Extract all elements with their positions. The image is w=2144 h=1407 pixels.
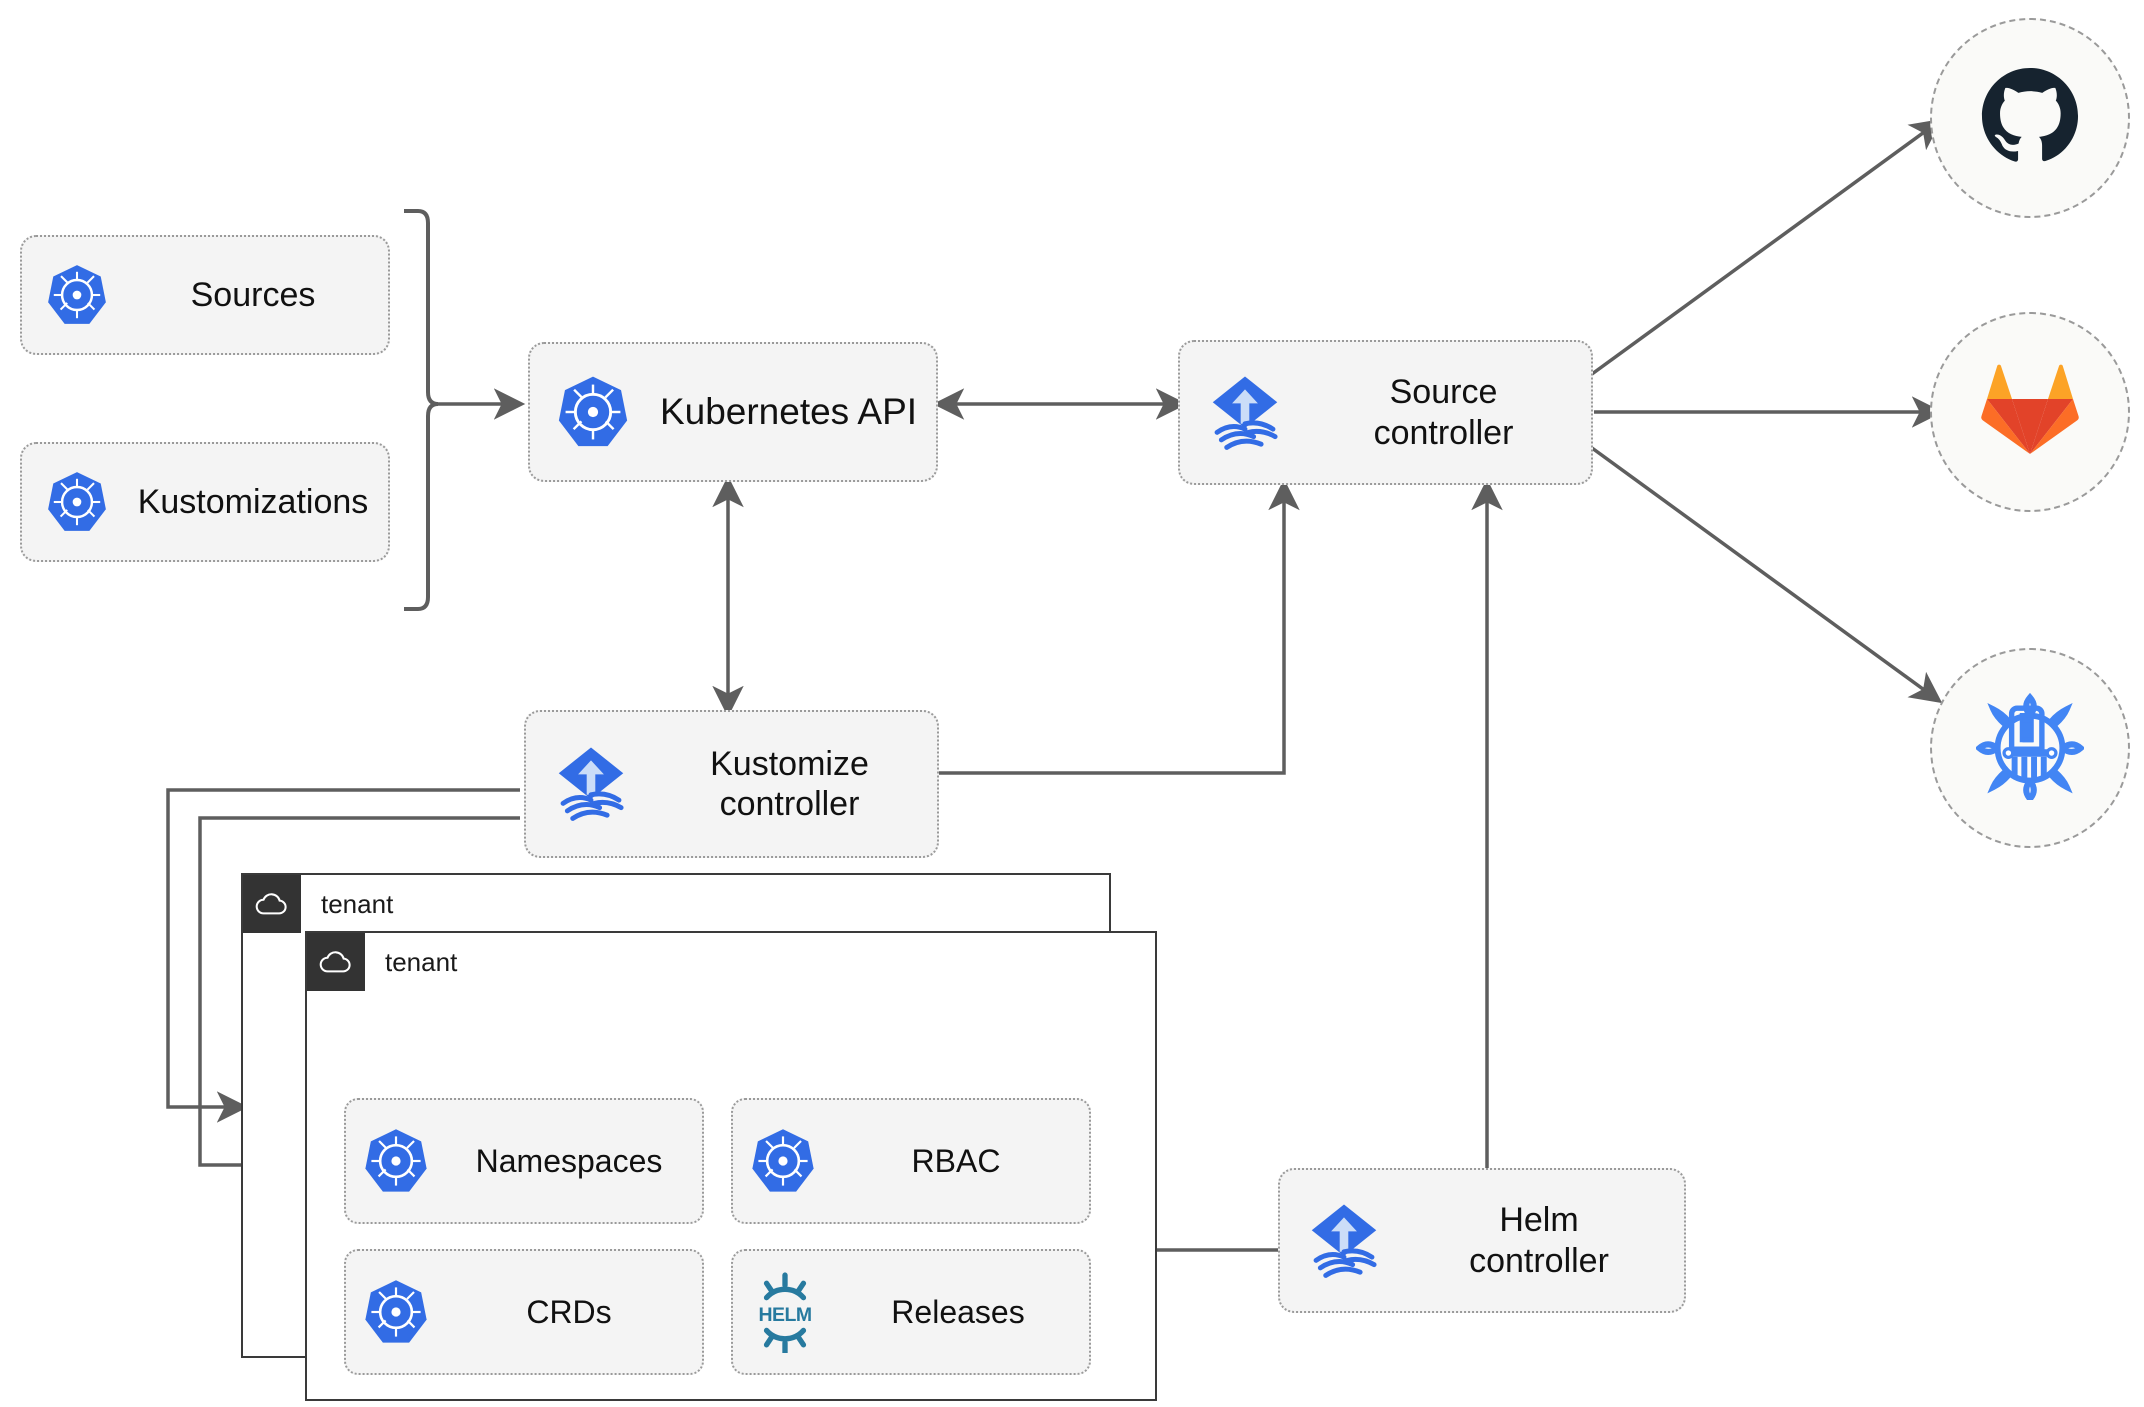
node-label: Helm controller bbox=[1469, 1201, 1609, 1280]
cloud-icon bbox=[243, 875, 301, 933]
gitlab-icon bbox=[1980, 362, 2080, 463]
kubernetes-icon bbox=[346, 1277, 446, 1347]
edge-source-to-harbor bbox=[1590, 446, 1943, 704]
node-kustomize-controller[interactable]: Kustomize controller bbox=[524, 710, 939, 858]
flux-icon bbox=[526, 741, 656, 827]
provider-harbor[interactable] bbox=[1930, 648, 2130, 848]
node-label: Kubernetes API bbox=[659, 391, 918, 433]
tenant-label: tenant bbox=[385, 946, 458, 977]
harbor-icon bbox=[1974, 692, 2086, 805]
kubernetes-icon bbox=[22, 469, 132, 535]
resource-box-sources[interactable]: Sources bbox=[20, 235, 390, 355]
kubernetes-icon bbox=[346, 1126, 446, 1196]
node-label: Kustomize controller bbox=[710, 744, 869, 823]
kubernetes-icon bbox=[733, 1126, 833, 1196]
edge-kustomize-to-source-controller bbox=[938, 478, 1300, 775]
tenant-resource-crds[interactable]: CRDs bbox=[344, 1249, 704, 1375]
helm-icon: HELM bbox=[733, 1271, 837, 1353]
edge-resources-brace bbox=[404, 209, 439, 611]
tenant-resource-namespaces[interactable]: Namespaces bbox=[344, 1098, 704, 1224]
resource-box-kustomizations[interactable]: Kustomizations bbox=[20, 442, 390, 562]
resource-label: Sources bbox=[190, 275, 316, 314]
tenant-resource-label: Namespaces bbox=[475, 1142, 663, 1179]
node-kubernetes-api[interactable]: Kubernetes API bbox=[528, 342, 938, 482]
tenant-resource-label: CRDs bbox=[526, 1293, 612, 1330]
resource-label: Kustomizations bbox=[137, 482, 369, 521]
edge-source-to-github bbox=[1590, 118, 1943, 376]
provider-gitlab[interactable] bbox=[1930, 312, 2130, 512]
node-source-controller[interactable]: Source controller bbox=[1178, 340, 1593, 485]
svg-text:HELM: HELM bbox=[758, 1304, 811, 1326]
tenant-resource-releases[interactable]: HELM Releases bbox=[731, 1249, 1091, 1375]
cloud-icon bbox=[307, 933, 365, 991]
kubernetes-icon bbox=[22, 262, 132, 328]
flux-icon bbox=[1280, 1198, 1408, 1284]
tenant-resource-rbac[interactable]: RBAC bbox=[731, 1098, 1091, 1224]
node-helm-controller[interactable]: Helm controller bbox=[1278, 1168, 1686, 1313]
tenant-titlebar: tenant bbox=[307, 933, 457, 991]
tenant-resource-label: Releases bbox=[891, 1293, 1025, 1330]
github-icon bbox=[1977, 63, 2083, 174]
tenant-panel-front[interactable]: tenant bbox=[305, 931, 1157, 1401]
tenant-resource-label: RBAC bbox=[911, 1142, 1001, 1179]
tenant-titlebar: tenant bbox=[243, 875, 393, 933]
node-label: Source controller bbox=[1373, 373, 1514, 452]
kubernetes-icon bbox=[530, 373, 655, 451]
provider-github[interactable] bbox=[1930, 18, 2130, 218]
tenant-label: tenant bbox=[321, 888, 394, 919]
tenant-content: Namespaces bbox=[307, 991, 1155, 1399]
flux-icon bbox=[1180, 370, 1310, 456]
